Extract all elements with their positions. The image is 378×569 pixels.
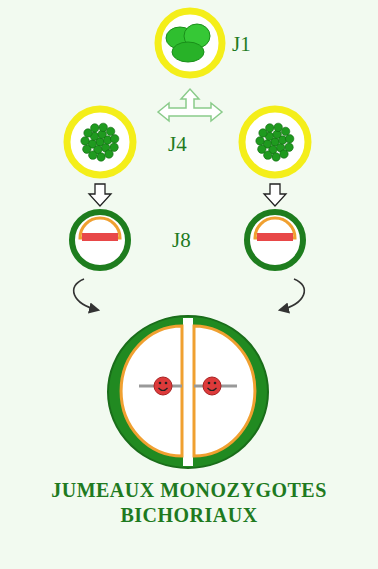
down-arrow (89, 184, 111, 206)
cell (99, 123, 107, 131)
cell (256, 137, 264, 145)
embryonic-disc (257, 233, 293, 241)
amniotic-sac (121, 326, 182, 456)
amniotic-sac (194, 326, 255, 456)
umbilical-cord (194, 385, 203, 388)
cell (285, 135, 293, 143)
stage-label: J4 (168, 134, 187, 155)
cell (280, 150, 288, 158)
cell (258, 145, 266, 153)
cell (281, 127, 289, 135)
blastocyst (72, 212, 128, 268)
twin-pregnancy (108, 316, 268, 468)
curved-arrow (280, 279, 304, 310)
cell (97, 153, 105, 161)
blastomere (172, 42, 204, 62)
umbilical-cord (172, 385, 182, 388)
cell (105, 150, 113, 158)
zona-ring (158, 11, 222, 75)
cell (272, 153, 280, 161)
eye (214, 382, 217, 385)
chorion-septum (183, 318, 193, 466)
smile (159, 388, 168, 391)
cell (274, 123, 282, 131)
zygote (158, 11, 222, 75)
trophoblast-ring (247, 212, 303, 268)
diagram-caption: JUMEAUX MONOZYGOTES BICHORIAUX (24, 478, 354, 528)
split-arrow (158, 89, 222, 121)
chorion (108, 316, 268, 468)
morula (67, 109, 133, 175)
cell (110, 135, 118, 143)
zona-ring (67, 109, 133, 175)
morula (242, 109, 308, 175)
cell (81, 137, 89, 145)
embryonic-disc (82, 233, 118, 241)
eye (159, 382, 162, 385)
stage-label: J8 (172, 230, 191, 251)
umbilical-cord (221, 385, 237, 388)
blastocyst (247, 212, 303, 268)
zona-ring (242, 109, 308, 175)
cell (266, 124, 274, 132)
umbilical-cord (139, 385, 154, 388)
cell (106, 127, 114, 135)
face (203, 377, 221, 395)
fetus-face (154, 377, 172, 395)
eye (208, 382, 211, 385)
cell (83, 145, 91, 153)
smile (208, 388, 217, 391)
fetus-face (203, 377, 221, 395)
face (154, 377, 172, 395)
eye (165, 382, 168, 385)
down-arrow (264, 184, 286, 206)
stage-label: J1 (232, 34, 251, 55)
curved-arrow (74, 279, 98, 310)
cell (91, 124, 99, 132)
trophoblast-ring (72, 212, 128, 268)
